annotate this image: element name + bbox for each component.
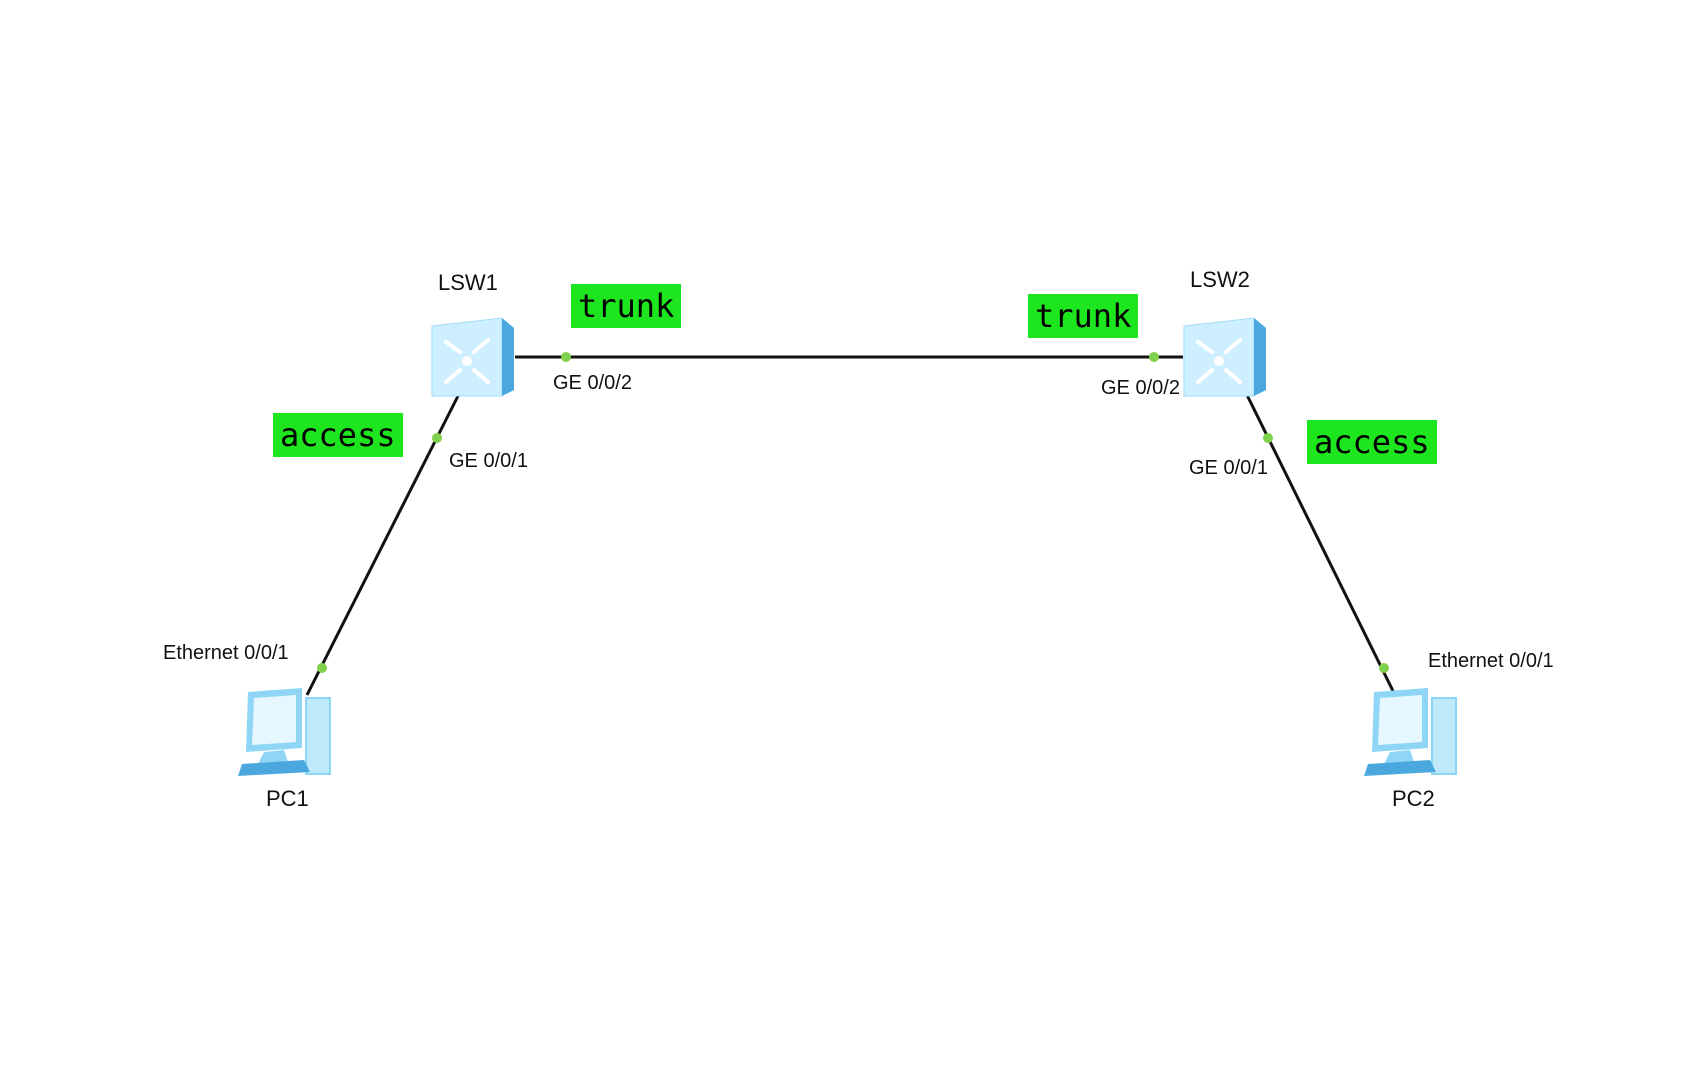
port-label-pc2-eth: Ethernet 0/0/1 — [1428, 650, 1554, 672]
port-dot-lsw1-ge002[interactable] — [561, 352, 571, 362]
link-lsw2-pc2[interactable] — [1245, 394, 1397, 696]
port-dot-lsw1-ge001[interactable] — [432, 433, 442, 443]
device-label-pc2: PC2 — [1392, 786, 1435, 811]
pc-icon[interactable] — [1364, 688, 1457, 776]
switch-icon[interactable] — [431, 317, 514, 397]
device-label-lsw1: LSW1 — [438, 270, 498, 295]
link-mode-tag-lsw1-access: access — [273, 413, 403, 457]
link-mode-tag-lsw2-trunk: trunk — [1028, 294, 1139, 338]
device-label-pc1: PC1 — [266, 786, 309, 811]
link-mode-tag-lsw2-access: access — [1307, 420, 1437, 464]
port-label-lsw1-ge002: GE 0/0/2 — [553, 372, 632, 394]
link-mode-tag-lsw1-trunk: trunk — [571, 284, 682, 328]
port-label-lsw2-ge002: GE 0/0/2 — [1101, 377, 1180, 399]
device-label-lsw2: LSW2 — [1190, 267, 1250, 292]
pc-icon[interactable] — [238, 688, 331, 776]
port-dot-lsw2-ge001[interactable] — [1263, 433, 1273, 443]
port-dot-pc2-eth[interactable] — [1379, 663, 1389, 673]
switch-icon[interactable] — [1183, 317, 1266, 397]
port-label-lsw1-ge001: GE 0/0/1 — [449, 450, 528, 472]
port-label-pc1-eth: Ethernet 0/0/1 — [163, 642, 289, 664]
port-label-lsw2-ge001: GE 0/0/1 — [1189, 457, 1268, 479]
port-dot-lsw2-ge002[interactable] — [1149, 352, 1159, 362]
port-dot-pc1-eth[interactable] — [317, 663, 327, 673]
